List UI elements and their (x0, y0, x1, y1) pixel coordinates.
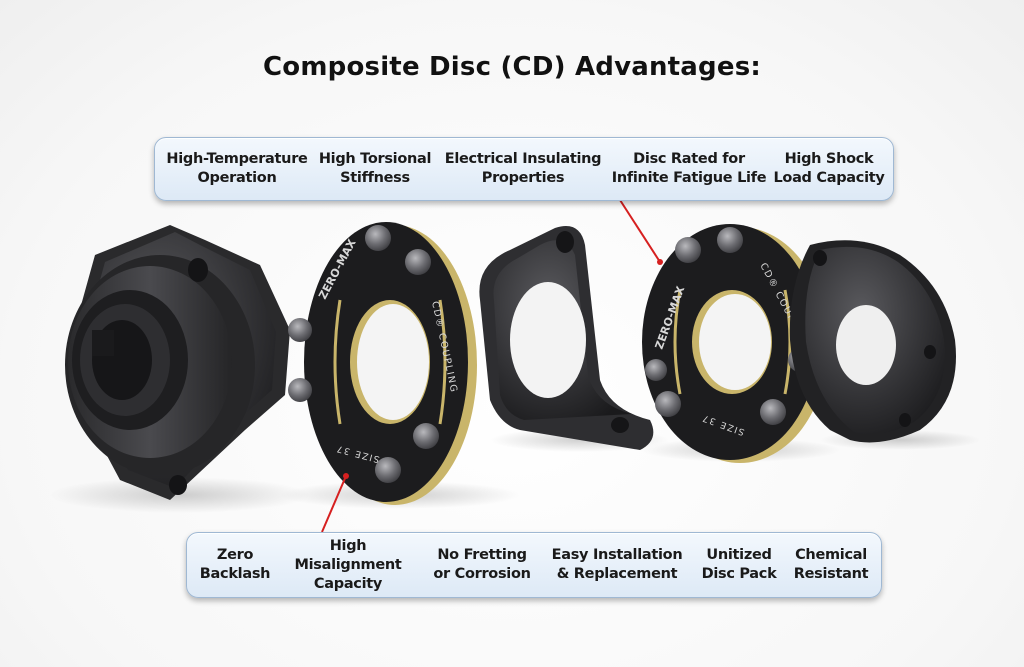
top-advantages-banner: High-Temperature Operation High Torsiona… (154, 137, 894, 201)
left-disc-pack: ZERO-MAX CD® COUPLING SIZE 37 (288, 222, 477, 505)
right-hub (789, 240, 956, 443)
top-pointer-line (619, 199, 661, 263)
center-spacer (479, 226, 654, 450)
left-hub (65, 225, 290, 500)
bottom-pointer-line (321, 475, 347, 533)
advantage-chemical-resistant: Chemical Resistant (793, 547, 869, 582)
advantage-infinite-fatigue-life: Disc Rated for Infinite Fatigue Life (611, 151, 767, 186)
advantage-shock-load: High Shock Load Capacity (773, 151, 885, 186)
advantage-easy-installation: Easy Installation & Replacement (551, 547, 683, 582)
advantage-high-temperature: High-Temperature Operation (166, 151, 308, 186)
advantage-torsional-stiffness: High Torsional Stiffness (318, 151, 432, 186)
advantage-unitized-disc-pack: Unitized Disc Pack (701, 547, 777, 582)
page-title: Composite Disc (CD) Advantages: (263, 52, 761, 82)
bottom-advantages-banner: Zero Backlash High Misalignment Capacity… (186, 532, 882, 598)
advantage-electrical-insulating: Electrical Insulating Properties (444, 151, 602, 186)
advantage-misalignment-capacity: High Misalignment Capacity (294, 537, 402, 592)
advantage-no-fretting: No Fretting or Corrosion (433, 547, 531, 582)
advantage-zero-backlash: Zero Backlash (199, 547, 271, 582)
